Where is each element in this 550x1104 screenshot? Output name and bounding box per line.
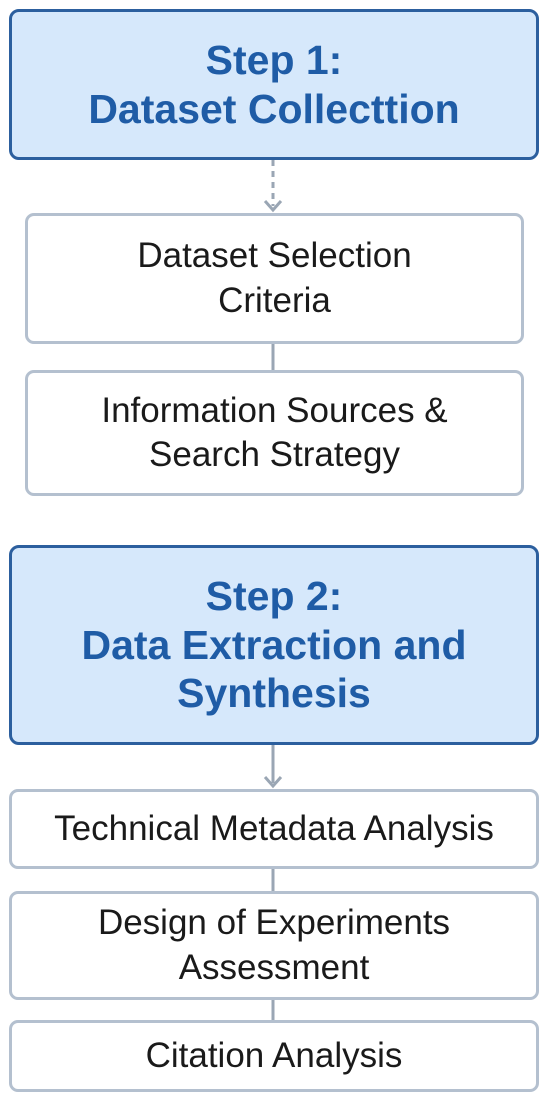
information-sources-box: Information Sources & Search Strategy: [25, 370, 524, 496]
step1-title: Dataset Collecttion: [88, 85, 460, 132]
design-of-experiments-box: Design of Experiments Assessment: [9, 891, 539, 1000]
step2-box: Step 2: Data Extraction and Synthesis: [9, 545, 539, 745]
step2-title: Synthesis: [177, 670, 371, 717]
citation-analysis-box: Citation Analysis: [9, 1020, 539, 1092]
step2-label: Step 2:: [205, 573, 343, 620]
step1-label: Step 1:: [205, 37, 343, 84]
box-text-line: Assessment: [178, 947, 370, 987]
box-text-line: Design of Experiments: [97, 903, 451, 943]
technical-metadata-box: Technical Metadata Analysis: [9, 789, 539, 869]
box-text-line: Dataset Selection: [137, 236, 412, 276]
step2-title: Data Extraction and: [81, 621, 467, 668]
box-text-line: Technical Metadata Analysis: [54, 808, 494, 848]
step1-box: Step 1: Dataset Collecttion: [9, 9, 539, 160]
box-text-line: Search Strategy: [149, 435, 400, 474]
step2-arrow-head-icon: [263, 776, 283, 789]
box-text-line: Information Sources &: [101, 390, 448, 430]
dataset-selection-box: Dataset Selection Criteria: [25, 213, 524, 344]
step1-arrow-head-icon: [263, 200, 283, 213]
box-text-line: Criteria: [218, 280, 331, 320]
box-text-line: Citation Analysis: [145, 1035, 403, 1075]
